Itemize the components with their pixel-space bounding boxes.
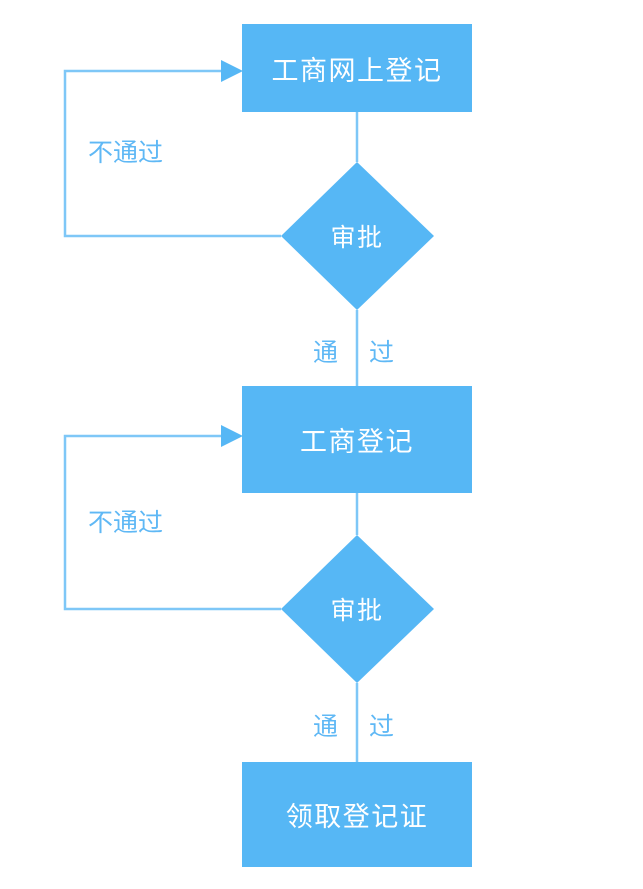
node-shape-receive-certificate[interactable] — [242, 762, 472, 867]
connector-approval1-reject-loop — [63, 69, 281, 238]
edge-label-pass-1-left: 通 — [313, 339, 339, 367]
edge-label-reject-2: 不通过 — [88, 509, 164, 537]
node-shape-online-registration[interactable] — [242, 24, 472, 112]
node-label-online-registration: 工商网上登记 — [271, 55, 443, 86]
node-label-approval-2: 审批 — [330, 597, 384, 625]
edge-label-pass-2-left: 通 — [313, 713, 339, 741]
node-shape-business-registration[interactable] — [242, 386, 472, 493]
edge-label-pass-2-right: 过 — [369, 713, 395, 741]
arrowhead-into-online-registration — [221, 60, 243, 82]
edge-label-pass-1-right: 过 — [369, 339, 395, 367]
connector-approval2-reject-loop — [63, 434, 281, 611]
edge-label-reject-1: 不通过 — [88, 139, 164, 167]
arrowhead-into-business-registration — [221, 425, 243, 447]
node-label-approval-1: 审批 — [330, 224, 384, 252]
node-label-business-registration: 工商登记 — [300, 427, 414, 457]
node-label-receive-certificate: 领取登记证 — [285, 802, 429, 832]
node-shape-approval-1[interactable] — [281, 162, 434, 310]
node-shape-approval-2[interactable] — [281, 535, 434, 683]
